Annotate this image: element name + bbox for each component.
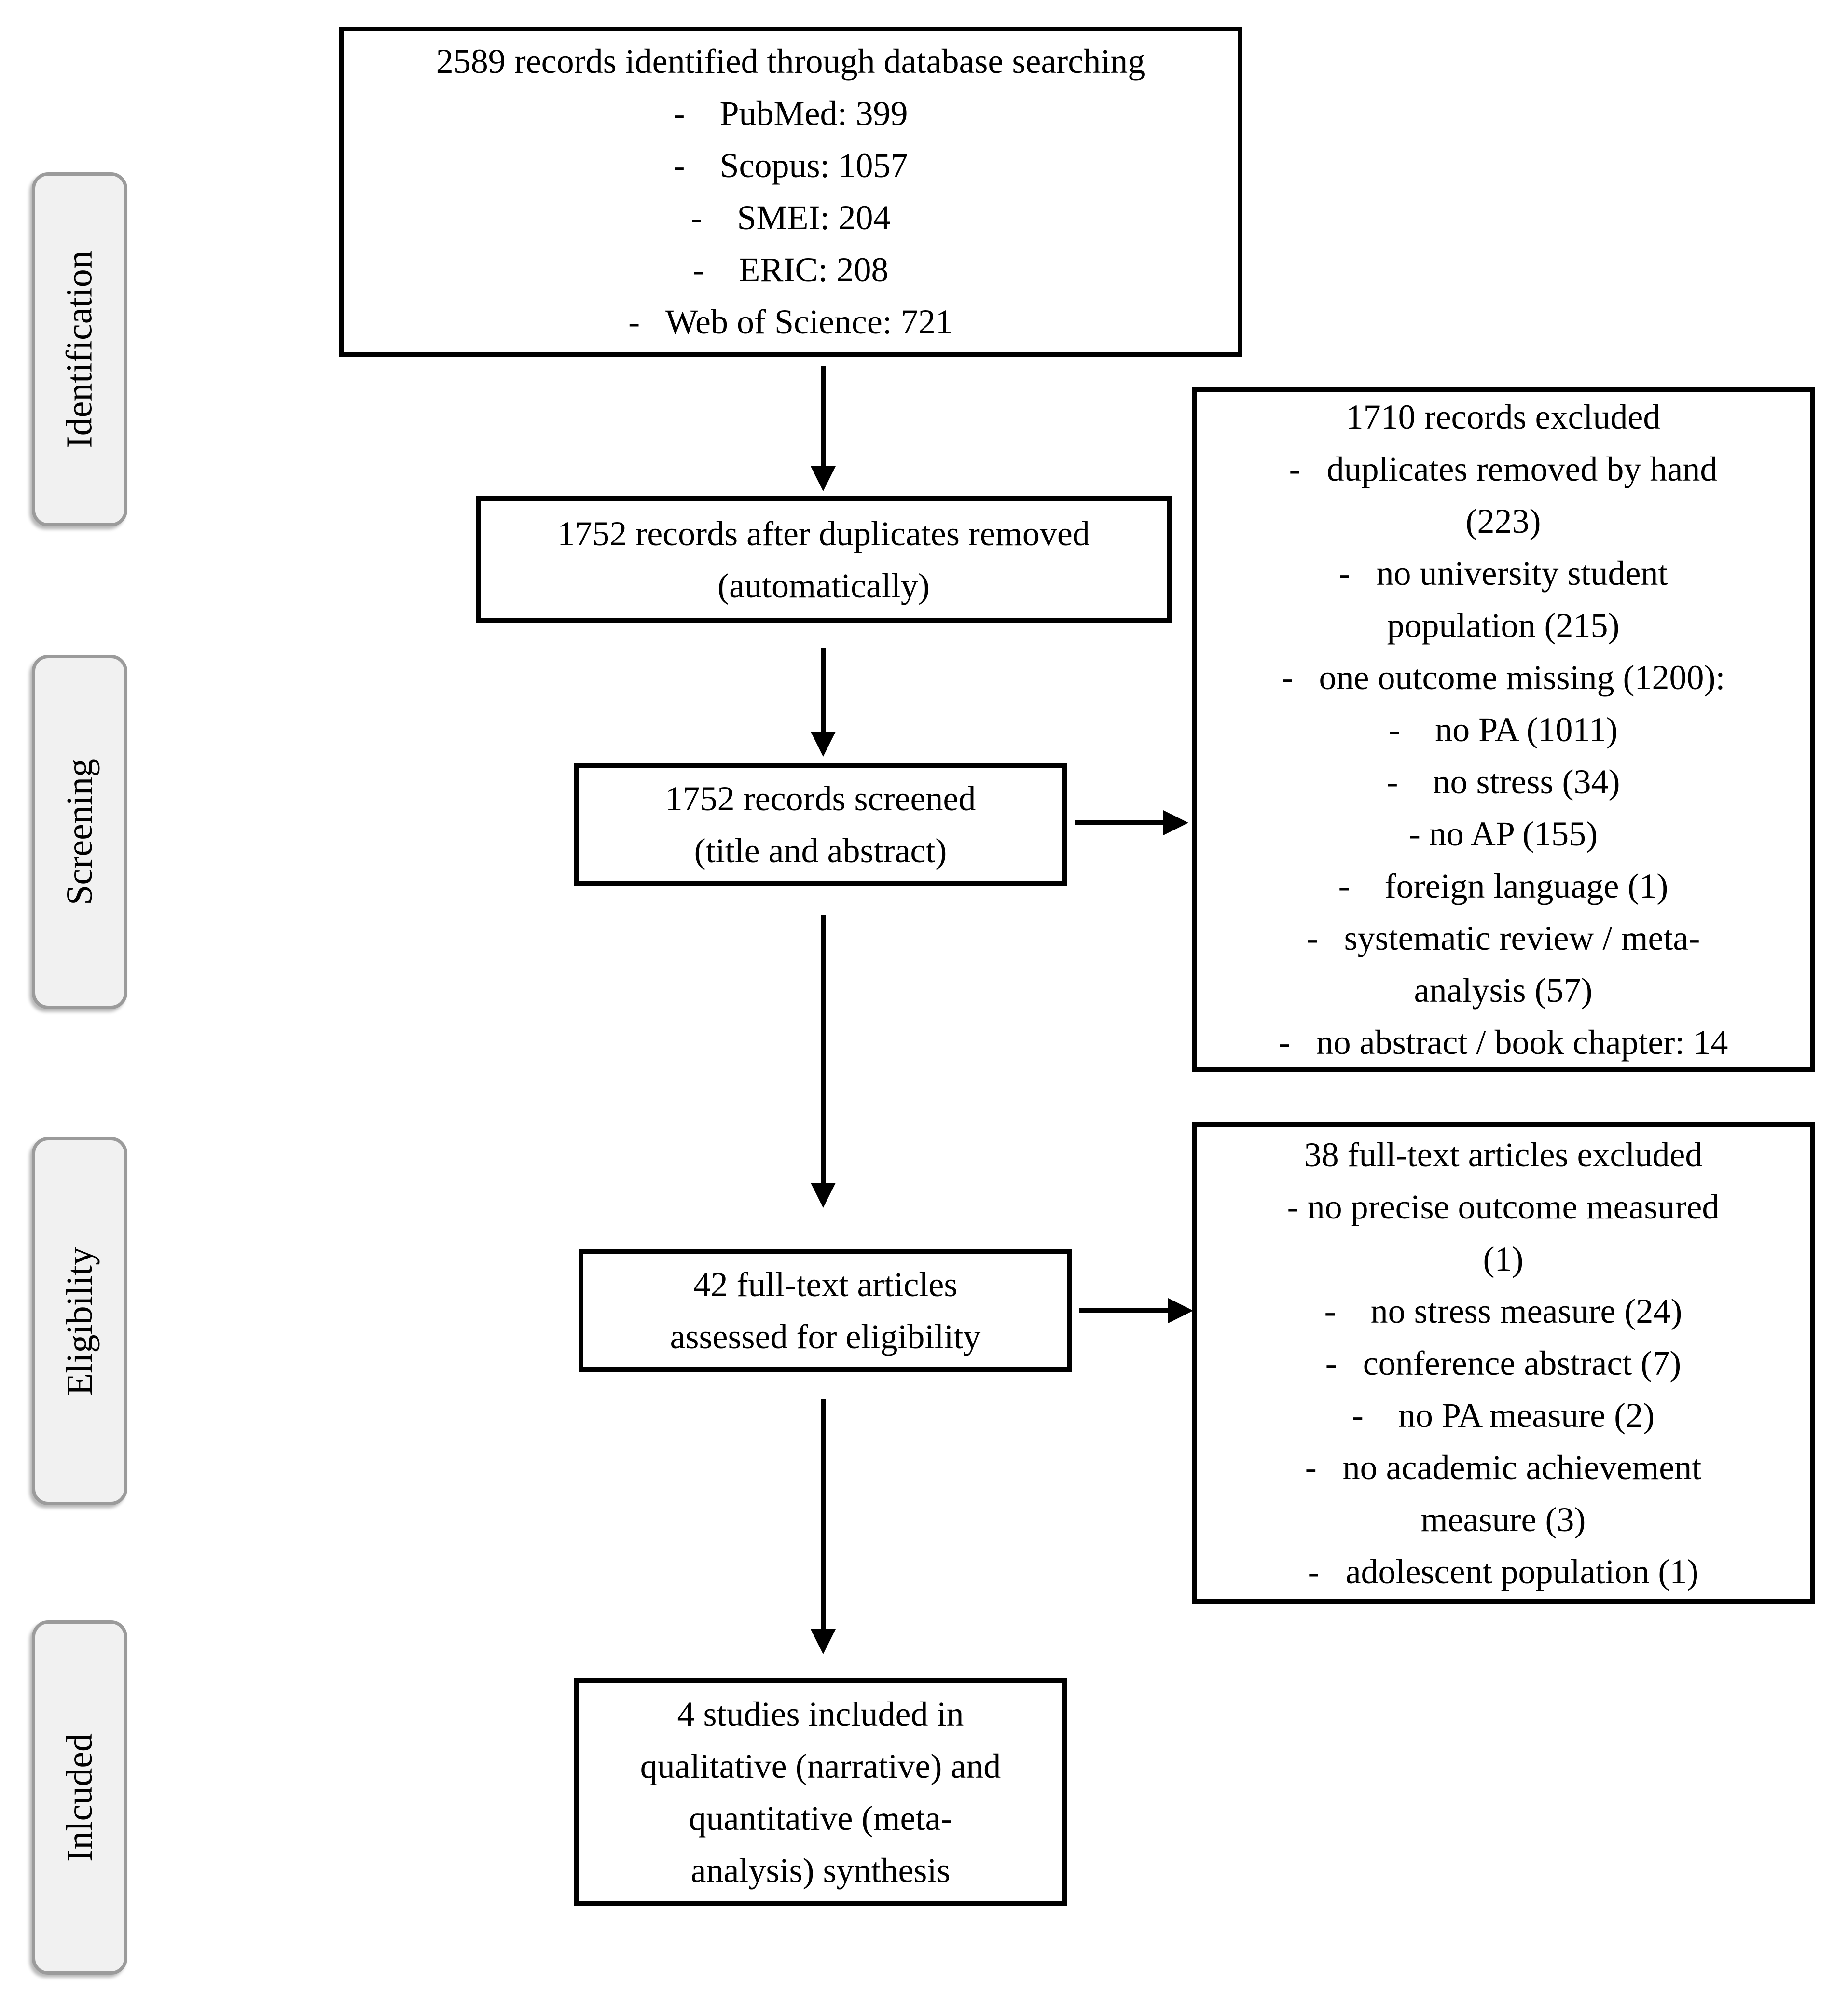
box-studies-included-text: 4 studies included in qualitative (narra… bbox=[640, 1694, 1001, 1890]
box-records-after-duplicates-removed-text: 1752 records after duplicates removed (a… bbox=[557, 514, 1090, 605]
arrow-deduplicated-to-screened-shaft bbox=[821, 648, 826, 734]
box-fulltext-assessed: 42 full-text articles assessed for eligi… bbox=[579, 1249, 1072, 1372]
stage-included-label: Inlcuded bbox=[59, 1733, 100, 1862]
box-records-identified-text: 2589 records identified through database… bbox=[436, 42, 1145, 341]
arrow-identified-to-deduplicated-shaft bbox=[821, 366, 826, 468]
stage-eligibility: Eligibility bbox=[32, 1137, 127, 1505]
stage-screening: Screening bbox=[32, 655, 127, 1009]
arrow-fulltext-to-included-shaft bbox=[821, 1399, 826, 1631]
arrow-screened-to-records-excluded-arrowhead-icon bbox=[1163, 810, 1188, 835]
arrow-fulltext-to-included-arrowhead-icon bbox=[811, 1629, 836, 1654]
box-records-excluded-text: 1710 records excluded - duplicates remov… bbox=[1278, 398, 1728, 1062]
arrow-fulltext-to-fulltext-excluded-shaft bbox=[1079, 1308, 1170, 1313]
arrow-screened-to-records-excluded-shaft bbox=[1075, 820, 1165, 825]
stage-identification-label: Identification bbox=[59, 250, 100, 448]
box-fulltext-excluded-text: 38 full-text articles excluded - no prec… bbox=[1287, 1135, 1720, 1591]
arrow-deduplicated-to-screened-arrowhead-icon bbox=[811, 732, 836, 757]
box-records-after-duplicates-removed: 1752 records after duplicates removed (a… bbox=[476, 496, 1172, 623]
box-studies-included: 4 studies included in qualitative (narra… bbox=[574, 1678, 1067, 1906]
stage-eligibility-label: Eligibility bbox=[59, 1246, 100, 1396]
arrow-screened-to-fulltext-arrowhead-icon bbox=[811, 1183, 836, 1208]
box-records-screened-text: 1752 records screened (title and abstrac… bbox=[665, 779, 976, 870]
stage-included: Inlcuded bbox=[32, 1620, 127, 1975]
box-fulltext-excluded: 38 full-text articles excluded - no prec… bbox=[1192, 1122, 1815, 1604]
arrow-fulltext-to-fulltext-excluded-arrowhead-icon bbox=[1168, 1298, 1193, 1323]
box-records-excluded: 1710 records excluded - duplicates remov… bbox=[1192, 387, 1815, 1072]
box-fulltext-assessed-text: 42 full-text articles assessed for eligi… bbox=[670, 1265, 981, 1356]
stage-screening-label: Screening bbox=[59, 759, 100, 905]
stage-identification: Identification bbox=[32, 172, 127, 526]
box-records-identified: 2589 records identified through database… bbox=[339, 27, 1242, 357]
arrow-identified-to-deduplicated-arrowhead-icon bbox=[811, 466, 836, 491]
arrow-screened-to-fulltext-shaft bbox=[821, 915, 826, 1185]
box-records-screened: 1752 records screened (title and abstrac… bbox=[574, 763, 1067, 886]
